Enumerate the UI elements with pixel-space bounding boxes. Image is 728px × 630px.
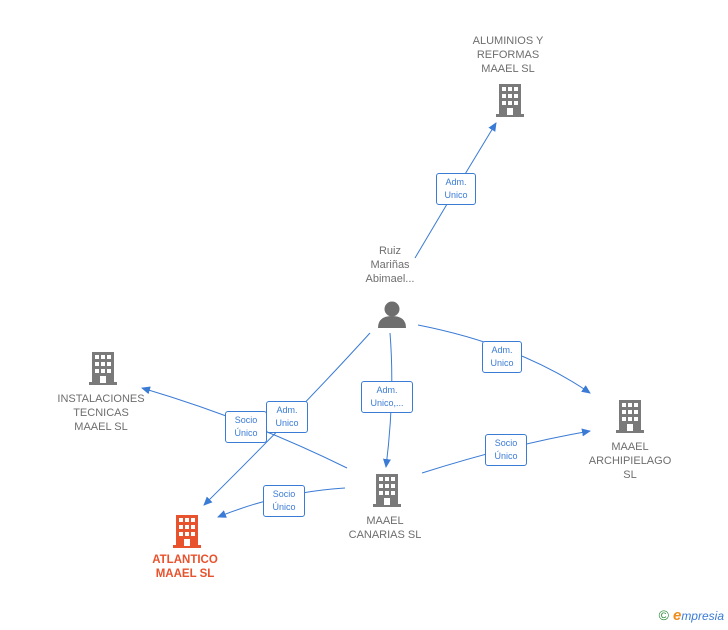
edge-label-person-atlantico: Adm. Unico [266,401,308,433]
edge-label-person-aluminios: Adm. Unico [436,173,476,205]
building-icon-aluminios[interactable] [496,84,524,117]
edge-label-canarias-instalaciones: Socio Único [225,411,267,443]
copyright-icon: © [658,607,669,623]
node-label-atlantico[interactable]: ATLANTICO MAAEL SL [152,554,218,580]
edge-label-canarias-archipielago: Socio Único [485,434,527,466]
edge-label-canarias-atlantico: Socio Único [263,485,305,517]
person-icon[interactable] [378,301,406,329]
node-label-archipielago[interactable]: MAAEL ARCHIPIELAGO SL [588,441,672,481]
building-icon-instalaciones[interactable] [89,352,117,385]
node-label-instalaciones[interactable]: INSTALACIONES TECNICAS MAAEL SL [57,393,145,433]
node-label-canarias[interactable]: MAAEL CANARIAS SL [348,515,422,541]
brand-logo-e: e [672,607,682,624]
edge-label-person-canarias: Adm. Unico,... [361,381,413,413]
node-label-aluminios[interactable]: ALUMINIOS Y REFORMAS MAAEL SL [472,35,544,75]
building-icon-archipielago[interactable] [616,400,644,433]
edge-label-person-archipielago: Adm. Unico [482,341,522,373]
node-label-person[interactable]: Ruiz Mariñas Abimael... [365,245,415,285]
building-icon-canarias[interactable] [373,474,401,507]
footer-brand[interactable]: ©empresia [659,607,724,624]
building-icon-atlantico[interactable] [173,515,201,548]
brand-name: mpresia [681,609,724,623]
